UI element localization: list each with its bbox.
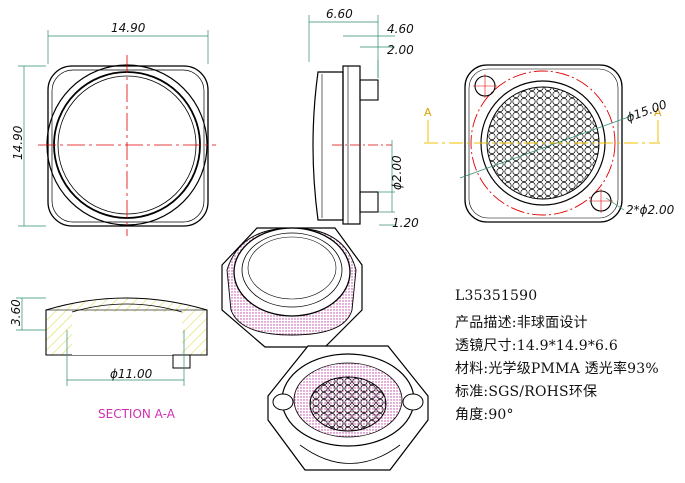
iso-view-bottom [267, 345, 429, 471]
height-dimension: 14.90 [11, 125, 25, 160]
part-number: L35351590 [455, 288, 538, 304]
side-view: 6.60 4.60 2.00 ϕ2.00 1.20 [308, 7, 419, 230]
front-view: 14.90 14.90 [11, 21, 216, 236]
section-height-dimension: 3.60 [9, 299, 23, 326]
spec-angle: 角度:90° [455, 407, 514, 423]
iso-view-top [221, 227, 363, 348]
section-diameter-dimension: ϕ11.00 [110, 367, 153, 381]
section-mark-left: A [424, 106, 432, 119]
section-view: 3.60 ϕ11.00 SECTION A-A [9, 297, 208, 421]
pin-length-dimension: 2.00 [387, 43, 414, 57]
pin-diameter-dimension: ϕ2.00 [390, 155, 404, 190]
depth-dimension: 6.60 [326, 7, 353, 21]
section-caption: SECTION A-A [98, 407, 176, 421]
top-view: A A ϕ15.00 2*ϕ2.00 [424, 64, 675, 223]
width-dimension: 14.90 [111, 21, 146, 35]
spec-description: 产品描述:非球面设计 [455, 315, 588, 331]
section-mark-right: A [654, 106, 662, 119]
spec-size: 透镜尺寸:14.9*14.9*6.6 [455, 338, 618, 354]
flange-dimension: 4.60 [387, 22, 414, 36]
hole-dimension: 2*ϕ2.00 [626, 203, 675, 217]
base-dimension: 1.20 [392, 216, 419, 230]
spec-standard: 标准:SGS/ROHS环保 [455, 384, 598, 400]
lens-diameter-dimension: ϕ15.00 [624, 97, 669, 125]
spec-material: 材料:光学级PMMA 透光率93% [455, 361, 659, 377]
